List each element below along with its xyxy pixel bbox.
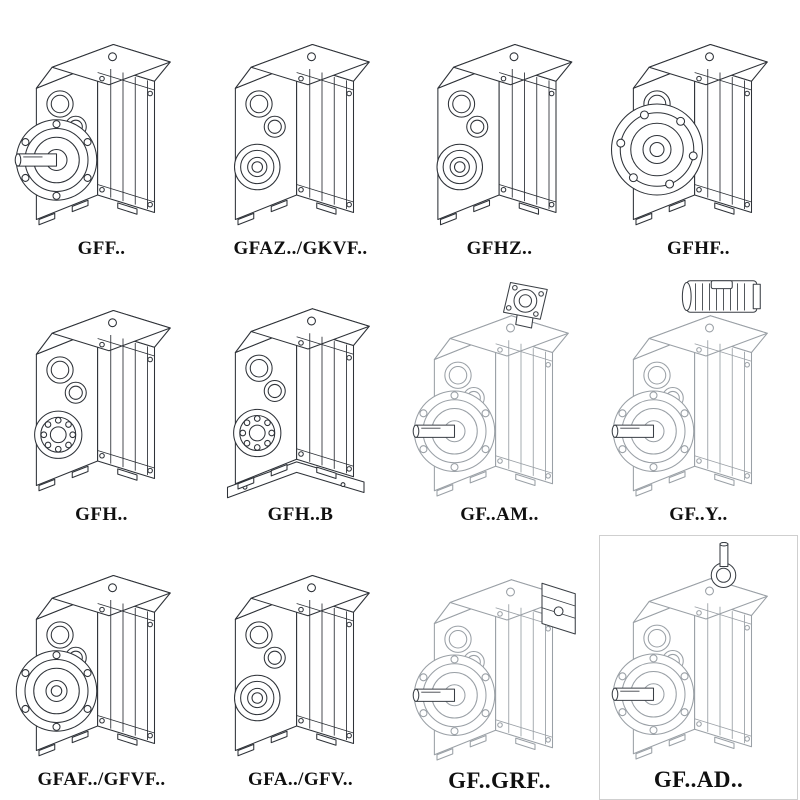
gearbox-label: GFF.. (77, 238, 126, 260)
gearbox-cell-gf-grf: GF..GRF.. (400, 535, 599, 800)
gearbox-label: GFA../GFV.. (247, 769, 354, 790)
gearbox-drawing-hollow-shaft (233, 44, 370, 226)
gearbox-drawing-hollow-shaft (435, 44, 572, 226)
gearbox-drawing-flange-hollow (15, 574, 171, 757)
gearbox-cell-gf-ad: GF..AD.. (599, 534, 798, 800)
gearbox-cell-gfaf-gfvf: GFAF../GFVF.. (2, 535, 201, 800)
gearbox-cell-gfhf: GFHF.. (599, 4, 798, 269)
gearbox-label: GF..AM.. (460, 503, 539, 525)
gearbox-label: GFHF.. (667, 238, 730, 260)
gearbox-drawing-flange-shaft (14, 44, 171, 226)
gearbox-drawing-motor-mounted (611, 279, 768, 497)
gearbox-drawing-iec-adapter (412, 281, 569, 497)
gearbox-label: GF..Y.. (669, 503, 728, 525)
gearbox-label: GFAF../GFVF.. (37, 769, 166, 790)
gearbox-label: GFHZ.. (466, 238, 533, 260)
gearbox-cell-gfaz-gkvf: GFAZ../GKVF.. (201, 4, 400, 269)
gearbox-drawing-flange-front (610, 44, 768, 226)
gearbox-drawing-shaft-mounted-base (226, 307, 370, 498)
gearbox-cell-gfh: GFH.. (2, 269, 201, 534)
gearbox-drawing-cover-adapter (412, 579, 576, 761)
gearbox-label: GFAZ../GKVF.. (233, 238, 368, 260)
gearbox-label: GFH..B (267, 503, 334, 525)
gearbox-cell-gfa-gfv: GFA../GFV.. (201, 535, 400, 800)
gearbox-cell-gff: GFF.. (2, 4, 201, 269)
gearbox-cell-gfhz: GFHZ.. (400, 4, 599, 269)
gearbox-drawing-input-adapter (611, 542, 768, 760)
gearbox-cell-gf-y: GF..Y.. (599, 269, 798, 534)
gearbox-drawing-shaft-mounted (33, 309, 171, 491)
gearbox-label: GFH.. (75, 503, 128, 525)
gearbox-cell-gfh-b: GFH..B (201, 269, 400, 534)
gearbox-label: GF..GRF.. (448, 768, 551, 793)
gearbox-cell-gf-am: GF..AM.. (400, 269, 599, 534)
gearbox-label: GF..AD.. (653, 767, 744, 792)
gearbox-drawing-hollow-shaft (233, 574, 370, 757)
